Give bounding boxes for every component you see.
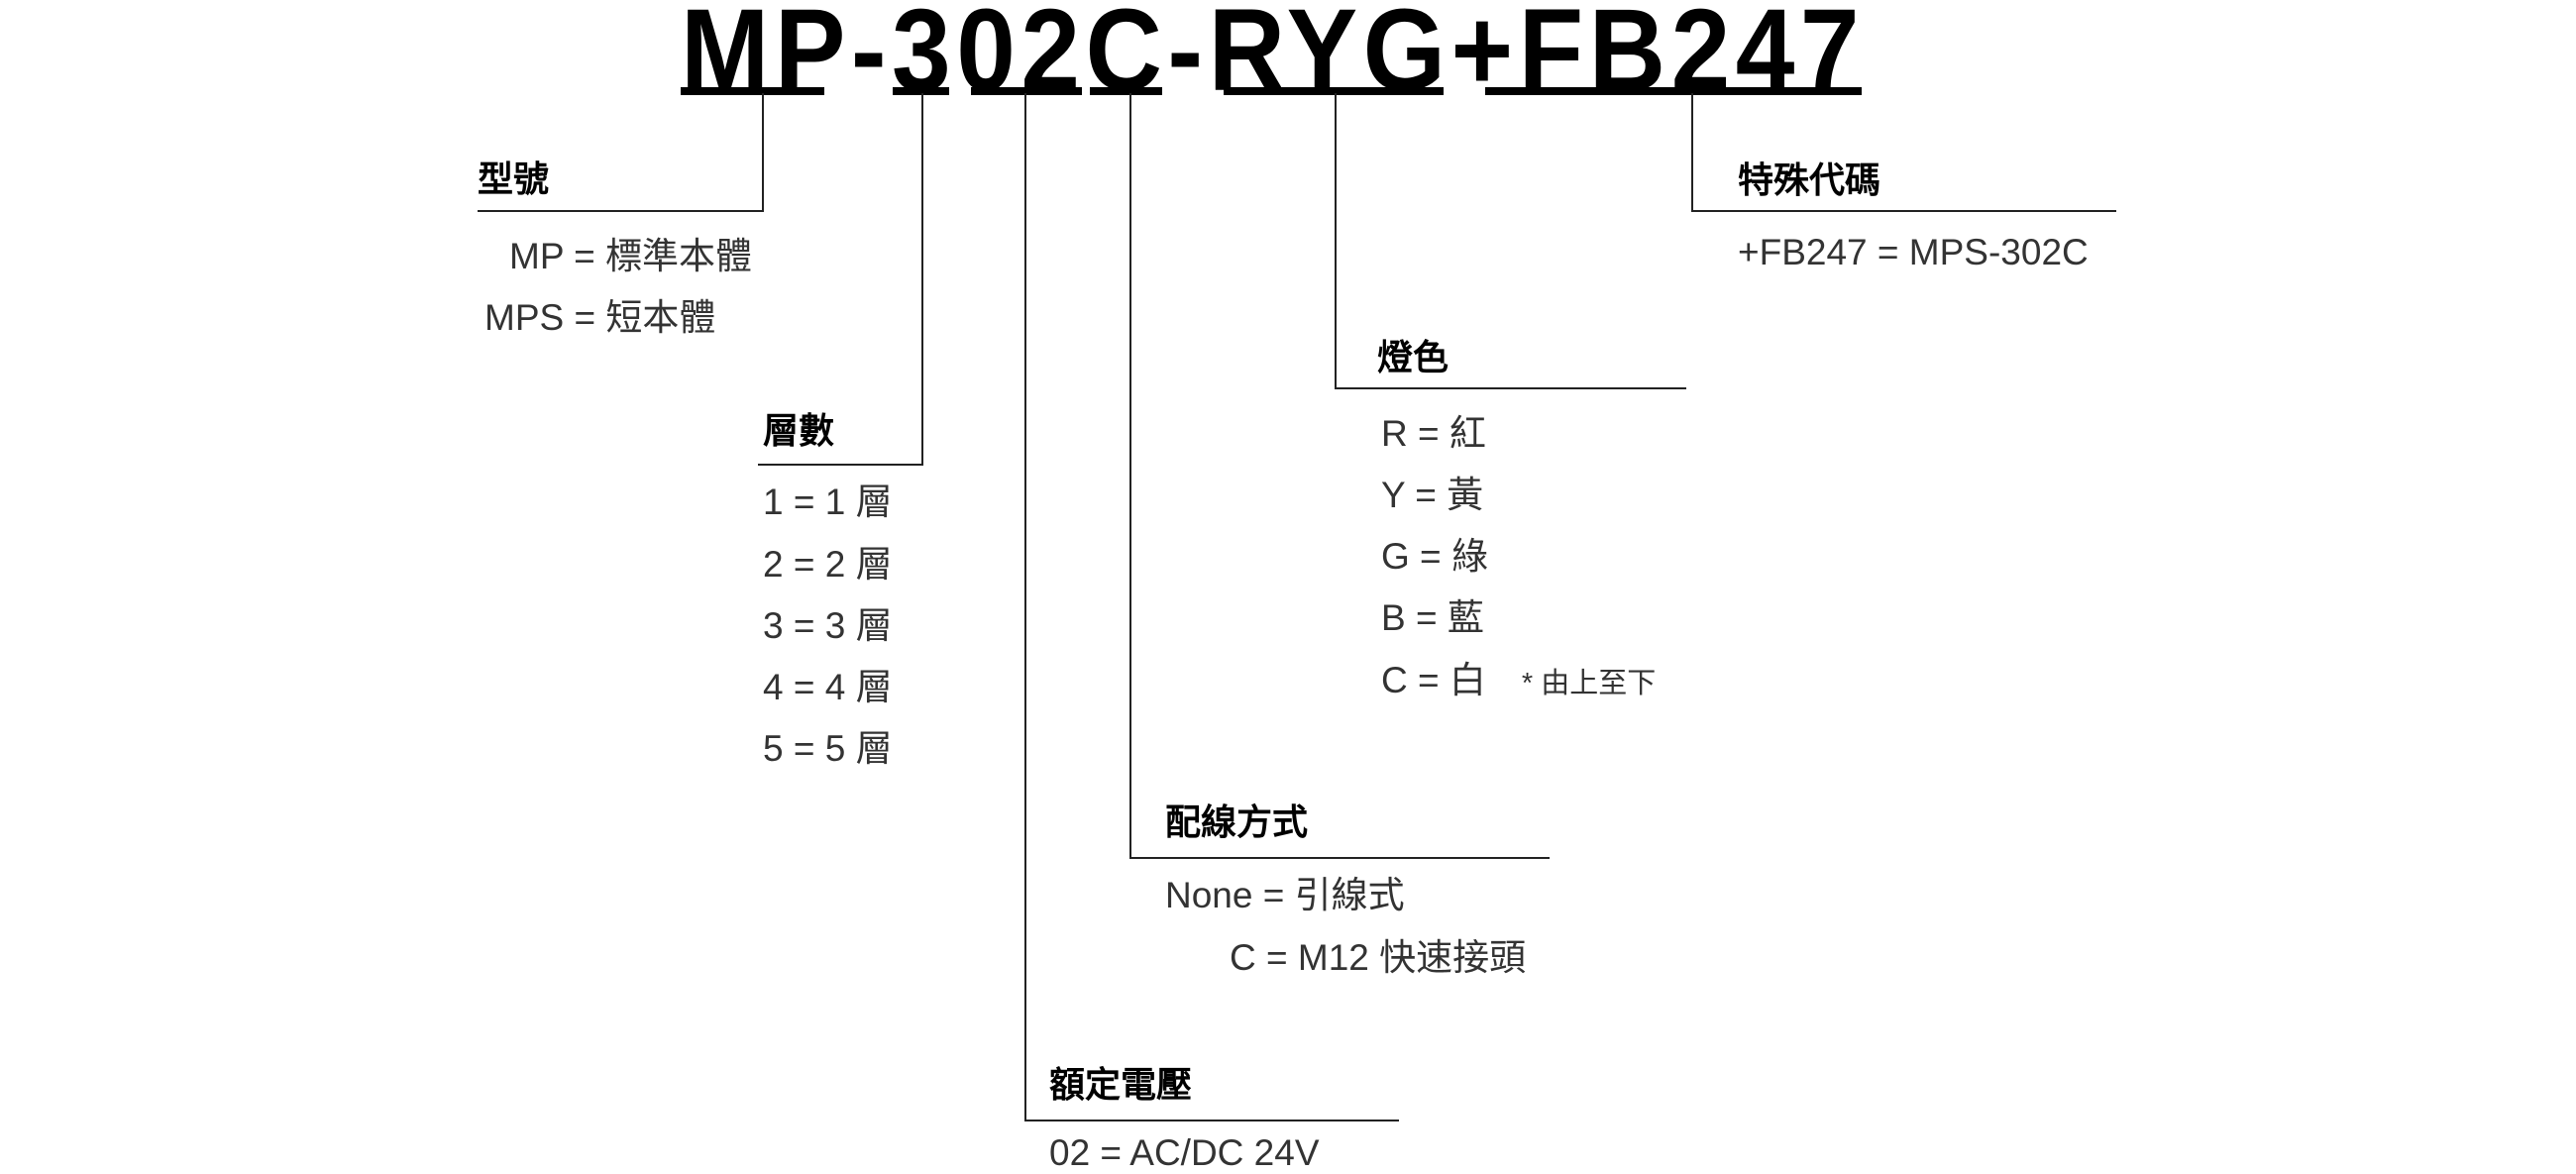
leader-special xyxy=(1691,93,1693,211)
leader-layers xyxy=(921,93,923,465)
color-item: G = 綠 xyxy=(1381,536,1488,577)
leader-color xyxy=(1335,93,1337,388)
heading-color: 燈色 xyxy=(1377,337,1449,377)
heading-wiring: 配線方式 xyxy=(1165,801,1309,842)
leader-layers-h xyxy=(758,464,923,466)
leader-wiring xyxy=(1129,93,1131,858)
color-order-note: * 由上至下 xyxy=(1521,668,1657,699)
heading-special: 特殊代碼 xyxy=(1738,160,1881,200)
underline-special xyxy=(1485,87,1862,95)
type-item: MPS = 短本體 xyxy=(484,297,716,338)
heading-voltage: 額定電壓 xyxy=(1049,1064,1193,1105)
type-item: MP = 標準本體 xyxy=(509,236,752,276)
underline-wiring xyxy=(1090,87,1162,95)
leader-wiring-h xyxy=(1129,857,1550,859)
underline-layers xyxy=(893,87,949,95)
heading-type: 型號 xyxy=(478,159,550,199)
special-item: +FB247 = MPS-302C xyxy=(1738,232,2089,272)
leader-voltage-h xyxy=(1024,1120,1399,1121)
leader-color-h xyxy=(1335,387,1686,389)
layers-item: 1 = 1 層 xyxy=(763,481,893,522)
underline-color xyxy=(1224,87,1444,95)
color-item: Y = 黃 xyxy=(1381,475,1484,515)
layers-item: 2 = 2 層 xyxy=(763,544,893,585)
underline-type xyxy=(681,87,824,95)
color-item: R = 紅 xyxy=(1381,413,1486,454)
color-item: C = 白 xyxy=(1381,660,1486,700)
underline-voltage xyxy=(971,87,1082,95)
color-item-row: C = 白 * 由上至下 xyxy=(1381,650,1656,703)
layers-item: 3 = 3 層 xyxy=(763,605,893,646)
wiring-item: C = M12 快速接頭 xyxy=(1230,937,1527,978)
heading-layers: 層數 xyxy=(763,410,835,451)
leader-type-h xyxy=(478,210,764,212)
voltage-item: 02 = AC/DC 24V xyxy=(1049,1132,1320,1173)
leader-type xyxy=(762,93,764,211)
leader-special-h xyxy=(1691,210,2116,212)
layers-item: 4 = 4 層 xyxy=(763,667,893,707)
leader-voltage xyxy=(1024,93,1026,1121)
layers-item: 5 = 5 層 xyxy=(763,728,893,769)
color-item: B = 藍 xyxy=(1381,597,1484,638)
wiring-item: None = 引線式 xyxy=(1165,875,1405,915)
